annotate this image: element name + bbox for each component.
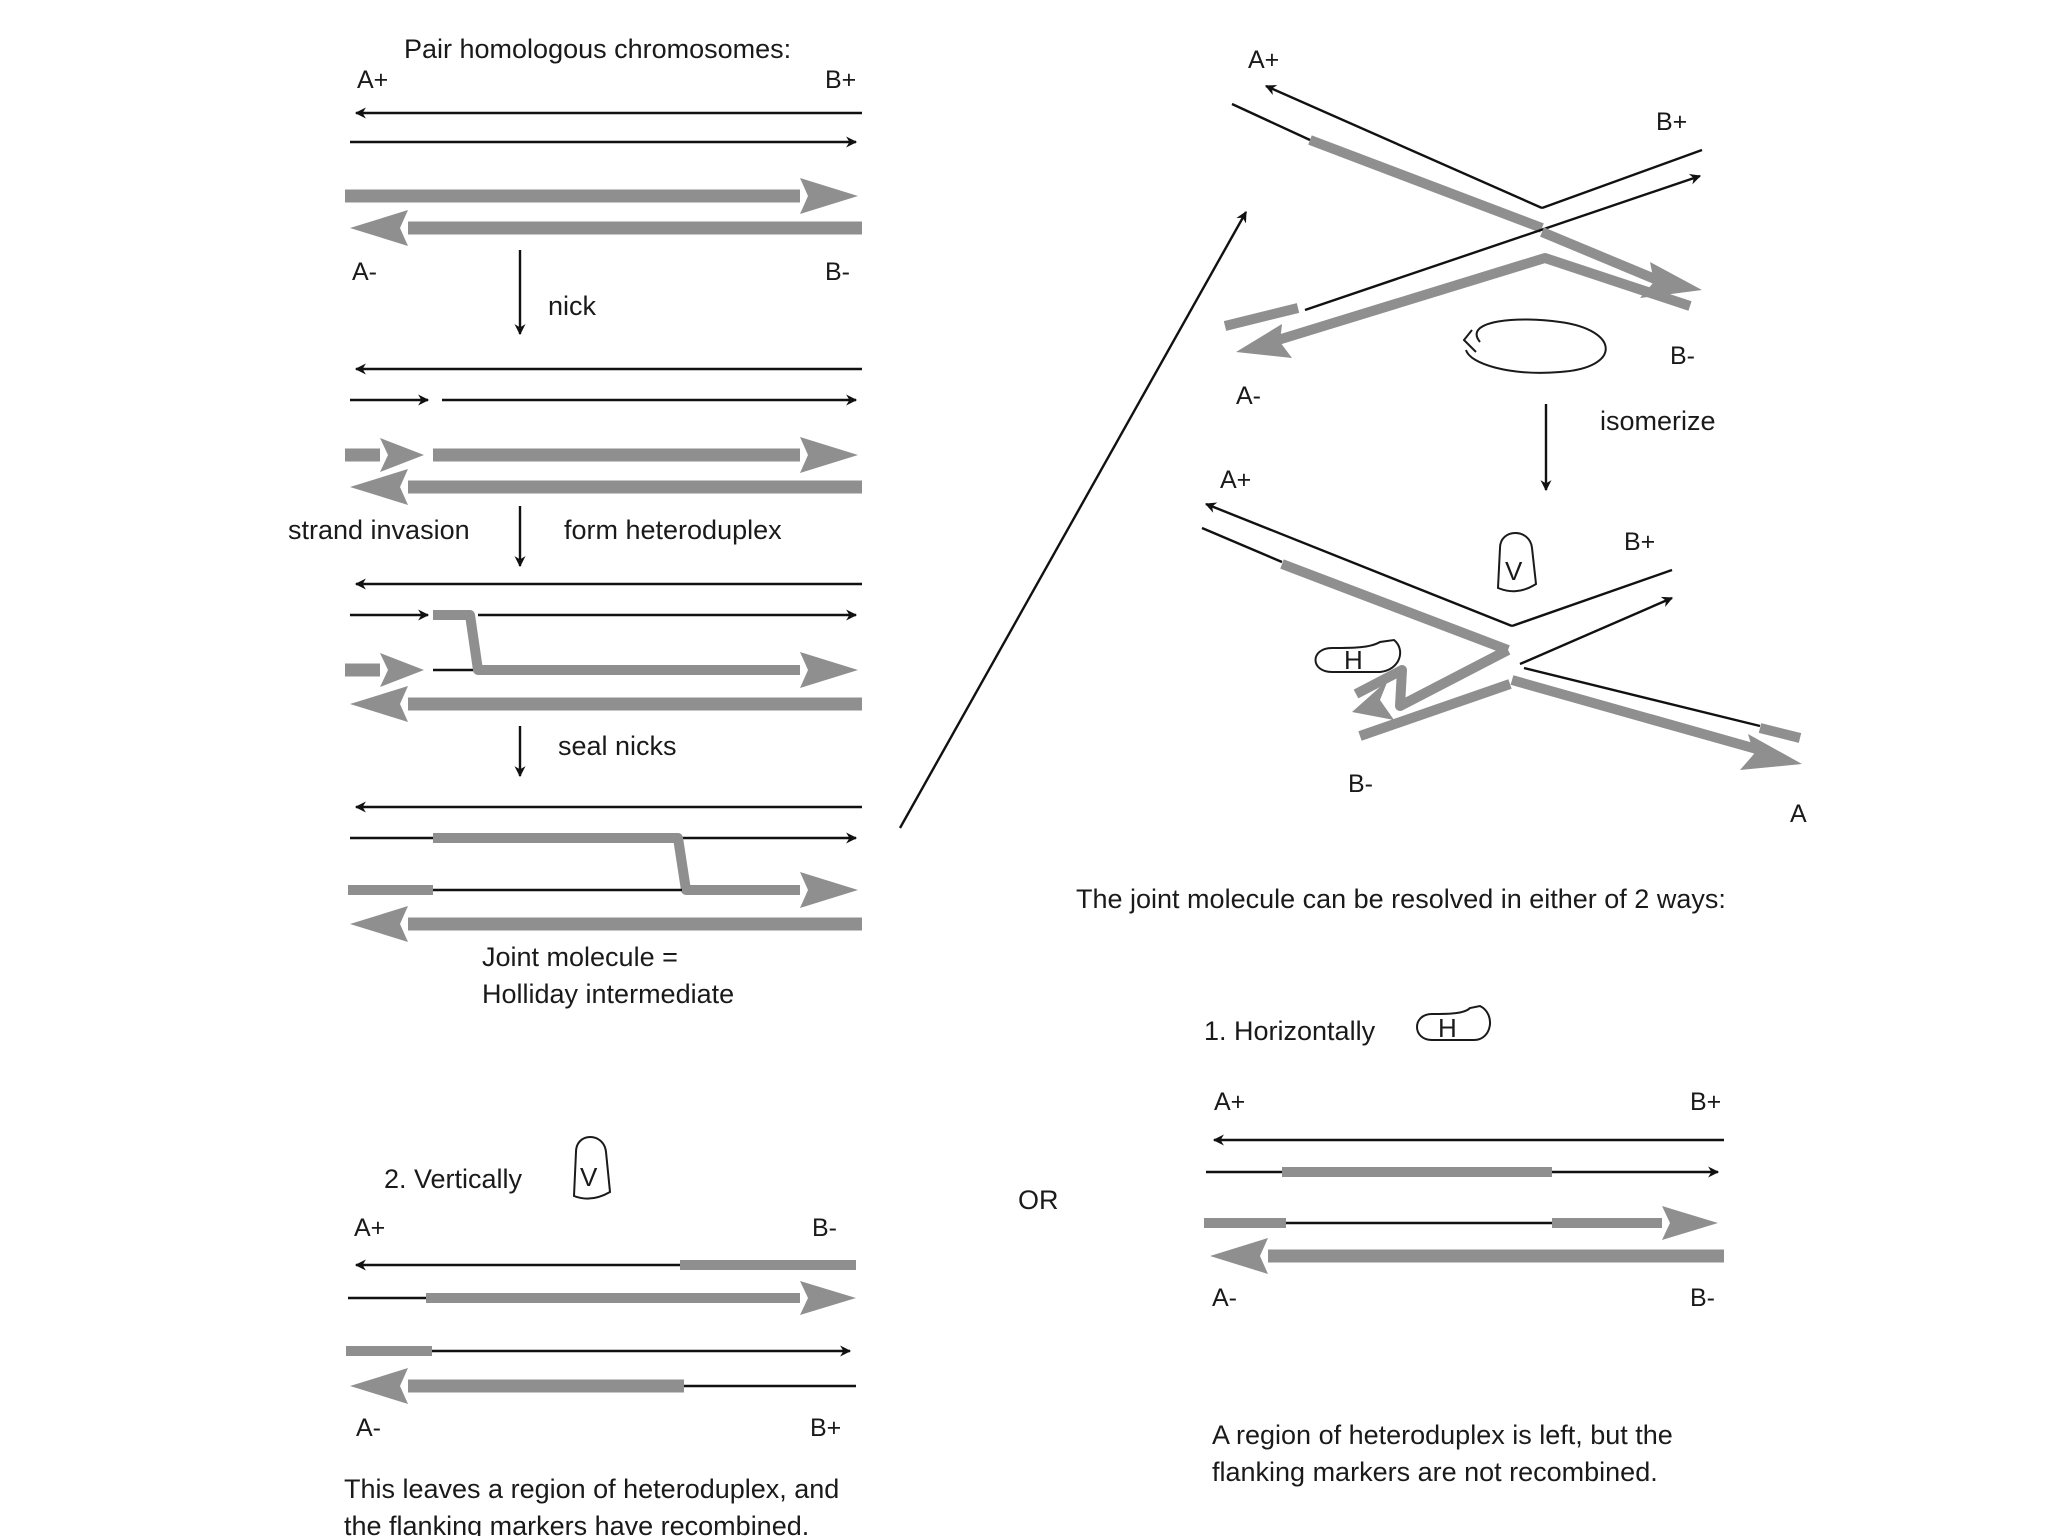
strand-black-crossing: [1304, 173, 1702, 312]
marker-a-cut: A: [1790, 800, 1807, 828]
gray-arrowhead: [800, 437, 858, 473]
marker-a-plus: A+: [1248, 46, 1279, 74]
marker-a-plus: A+: [1220, 466, 1251, 494]
gray-arrowhead: [350, 469, 408, 505]
gray-arrowhead: [380, 653, 424, 687]
gray-arrowhead: [1740, 734, 1802, 770]
vertical-cut-site-label: V: [1505, 556, 1523, 586]
transition-arrow: [898, 211, 1248, 829]
label-nick: nick: [548, 291, 597, 321]
panel-vertical-resolution: 2. Vertically V A+ B- A- B+ This leaves …: [344, 1136, 856, 1536]
gray-arrowhead: [800, 652, 858, 688]
strand-gray-crossing-stub: [1223, 303, 1300, 331]
label-resolve-ways: The joint molecule can be resolved in ei…: [1076, 884, 1726, 914]
marker-a-plus: A+: [1214, 1088, 1245, 1116]
rotation-arrow-icon: [1465, 318, 1607, 374]
panel-isomerized: A+ B+ B- A V H: [1201, 466, 1807, 828]
strand-gray-left-loop: [1353, 645, 1511, 711]
vertical-cut-site-label: V: [580, 1162, 598, 1192]
gray-arrowhead: [380, 438, 424, 472]
marker-b-minus: B-: [1690, 1284, 1715, 1312]
marker-b-minus: B-: [1670, 342, 1695, 370]
rotation-arrowhead-icon: [1462, 329, 1477, 353]
marker-b-plus: B+: [825, 66, 856, 94]
label-or: OR: [1018, 1185, 1059, 1215]
horizontal-cut-site-icon: [1416, 1004, 1491, 1041]
gray-arrowhead: [1210, 1238, 1268, 1274]
marker-a-plus: A+: [354, 1214, 385, 1242]
marker-a-minus: A-: [356, 1414, 381, 1442]
gray-arrowhead: [1352, 680, 1394, 720]
marker-b-plus: B+: [1656, 108, 1687, 136]
panel-holliday-x: A+ B+ B- A-: [1223, 46, 1703, 410]
panel-nicked: [345, 363, 862, 505]
marker-b-minus: B-: [1348, 770, 1373, 798]
strand-black-upper-left: [1264, 84, 1543, 210]
strand-black-upper-right: [1511, 568, 1673, 628]
gray-arrowhead: [1236, 324, 1292, 358]
strand-black-right-branch: [1519, 596, 1674, 666]
gray-arrowhead: [1640, 262, 1702, 298]
gray-arrowhead: [350, 686, 408, 722]
marker-a-minus: A-: [1212, 1284, 1237, 1312]
strand-gray-lower-right: [1540, 227, 1664, 287]
label-joint-molecule: Joint molecule =: [482, 942, 678, 972]
label-isomerize: isomerize: [1600, 406, 1716, 436]
label-holliday-intermediate: Holliday intermediate: [482, 979, 734, 1009]
horizontal-cut-site-label: H: [1438, 1013, 1457, 1043]
strand-gray-crossing: [433, 833, 800, 895]
strand-gray-lower-right: [1510, 675, 1762, 755]
strand-black-upper-right: [1541, 148, 1703, 210]
marker-a-minus: A-: [352, 258, 377, 286]
gray-arrowhead: [350, 906, 408, 942]
vertical-result-line1: This leaves a region of heteroduplex, an…: [344, 1474, 839, 1504]
strand-gray-lower-right-stub: [1758, 723, 1802, 743]
strand-gray-upper: [1308, 135, 1544, 233]
label-seal-nicks: seal nicks: [558, 731, 677, 761]
gray-arrowhead: [350, 210, 408, 246]
label-form-heteroduplex: form heteroduplex: [564, 515, 782, 545]
panel-pair-homologs: Pair homologous chromosomes: A+ B+ A- B-: [345, 34, 862, 286]
gray-arrowhead: [800, 872, 858, 908]
label-vertically: 2. Vertically: [384, 1164, 523, 1194]
strand-gray-lower-left: [1358, 679, 1512, 741]
gray-arrowhead: [800, 1281, 856, 1315]
gray-arrowhead: [1662, 1206, 1718, 1240]
label-strand-invasion: strand invasion: [288, 515, 470, 545]
strand-black-upper-stub: [1231, 102, 1311, 142]
horizontal-result-line1: A region of heteroduplex is left, but th…: [1212, 1420, 1673, 1450]
marker-b-plus: B+: [1624, 528, 1655, 556]
vertical-result-line2: the flanking markers have recombined.: [344, 1511, 809, 1536]
vertical-cut-site-icon: [1496, 532, 1538, 593]
marker-b-minus: B-: [812, 1214, 837, 1242]
panel-joint-molecule: Joint molecule = Holliday intermediate: [348, 801, 862, 1009]
strand-gray-lower: [1276, 253, 1692, 345]
panel-horizontal-resolution: 1. Horizontally H A+ B+ A- B- A region o…: [1204, 1004, 1724, 1487]
vertical-cut-site-icon: [572, 1136, 612, 1200]
horizontal-cut-site-icon: [1314, 638, 1402, 673]
strand-black-lower-right: [1523, 666, 1761, 728]
label-horizontally: 1. Horizontally: [1204, 1016, 1376, 1046]
gray-arrowhead: [350, 1368, 408, 1404]
horizontal-cut-site-label: H: [1344, 645, 1363, 675]
horizontal-result-line2: flanking markers are not recombined.: [1212, 1457, 1658, 1487]
marker-b-plus: B+: [810, 1414, 841, 1442]
panel-strand-invasion: [345, 578, 862, 722]
strand-black-upper-stub: [1201, 526, 1283, 564]
strand-gray-invading: [433, 610, 800, 675]
strand-gray-upper: [1280, 559, 1510, 655]
marker-b-minus: B-: [825, 258, 850, 286]
marker-a-minus: A-: [1236, 382, 1261, 410]
strand-black-upper-left: [1204, 502, 1513, 628]
marker-a-plus: A+: [357, 66, 388, 94]
marker-b-plus: B+: [1690, 1088, 1721, 1116]
pair-title: Pair homologous chromosomes:: [404, 34, 791, 64]
gray-arrowhead: [800, 178, 858, 214]
